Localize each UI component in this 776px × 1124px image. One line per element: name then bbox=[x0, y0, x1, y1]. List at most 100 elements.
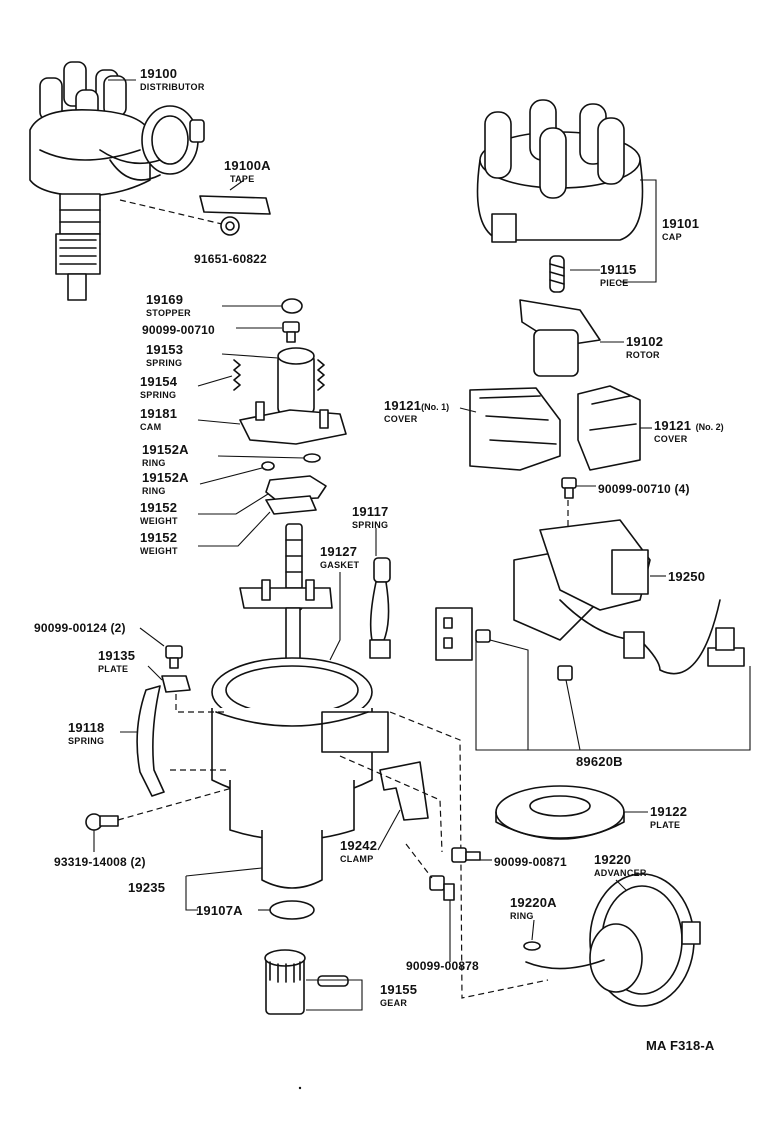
label-19135: 19135 PLATE bbox=[98, 648, 135, 674]
part-number: 19102 bbox=[626, 334, 664, 349]
label-19107A: 19107A bbox=[196, 903, 243, 919]
leader-19127 bbox=[329, 572, 341, 661]
label-91651-60822: 91651-60822 bbox=[194, 251, 267, 267]
plate-19135-drawing bbox=[161, 675, 191, 693]
leader-19155 bbox=[306, 979, 363, 1011]
part-number: 19107A bbox=[196, 903, 243, 918]
part-number: 19181 bbox=[140, 406, 178, 421]
part-number: 19115 bbox=[600, 262, 637, 277]
leader-19242 bbox=[377, 809, 401, 851]
label-19220A: 19220A RING bbox=[510, 895, 557, 921]
spring-19117-drawing bbox=[369, 557, 391, 659]
label-19169: 19169 STOPPER bbox=[146, 292, 191, 318]
clamp-19242-drawing bbox=[379, 761, 429, 821]
dash-housing-to-clamp bbox=[339, 755, 443, 853]
sensor-block-drawing bbox=[435, 607, 573, 681]
leader-19152A-2 bbox=[199, 467, 263, 485]
leader-19153 bbox=[221, 353, 279, 359]
part-number: 19152 bbox=[140, 500, 178, 515]
leader-distributor-to-bolt bbox=[119, 199, 223, 225]
part-name: ADVANCER bbox=[594, 868, 647, 878]
part-number: 19101 bbox=[662, 216, 700, 231]
screw-90099-00878-drawing bbox=[429, 875, 455, 901]
part-number: 90099-00124 (2) bbox=[34, 621, 126, 635]
part-number: 19250 bbox=[668, 569, 706, 584]
leader-19100A bbox=[229, 179, 245, 191]
label-90099-00878: 90099-00878 bbox=[406, 958, 479, 974]
cam-drawing bbox=[239, 347, 347, 445]
leader-19121-1 bbox=[459, 407, 477, 413]
part-number: 19220A bbox=[510, 895, 557, 910]
part-number: 19242 bbox=[340, 838, 378, 853]
part-name: CAM bbox=[140, 422, 162, 432]
part-number: 19100 bbox=[140, 66, 178, 81]
label-19155: 19155 GEAR bbox=[380, 982, 417, 1008]
distributor-assembly-drawing bbox=[29, 61, 205, 301]
part-name: SPRING bbox=[352, 520, 389, 530]
part-number: 19220 bbox=[594, 852, 632, 867]
screw-90099-00871-drawing bbox=[451, 847, 481, 863]
label-19250: 19250 bbox=[668, 569, 705, 585]
part-number: 93319-14008 (2) bbox=[54, 855, 146, 869]
leader-89620B bbox=[475, 639, 751, 751]
part-number: 19154 bbox=[140, 374, 178, 389]
part-number: 19135 bbox=[98, 648, 136, 663]
part-number: 89620B bbox=[576, 754, 623, 769]
label-19153: 19153 SPRING bbox=[146, 342, 183, 368]
figure-code: MA F318-A bbox=[646, 1038, 715, 1054]
figure-code-text: MA F318-A bbox=[646, 1038, 715, 1053]
dash-housing-to-advancer bbox=[389, 711, 549, 999]
label-19121-no1: 19121(No. 1) COVER bbox=[384, 398, 449, 424]
label-19152-2: 19152 WEIGHT bbox=[140, 530, 178, 556]
leader-19152A-1 bbox=[217, 455, 305, 459]
plate-19122-drawing bbox=[495, 785, 625, 840]
ring-19107A-drawing bbox=[269, 900, 315, 920]
part-name: STOPPER bbox=[146, 308, 191, 318]
label-19181: 19181 CAM bbox=[140, 406, 177, 432]
label-19235: 19235 bbox=[128, 880, 165, 896]
label-19122: 19122 PLATE bbox=[650, 804, 687, 830]
part-name: ROTOR bbox=[626, 350, 660, 360]
part-name: COVER bbox=[654, 434, 688, 444]
part-name: RING bbox=[142, 458, 166, 468]
screw-93319-drawing bbox=[85, 813, 119, 831]
part-name: GASKET bbox=[320, 560, 360, 570]
label-93319-14008: 93319-14008 (2) bbox=[54, 854, 146, 870]
leader-19152-2 bbox=[198, 511, 271, 547]
part-number: 19235 bbox=[128, 880, 166, 895]
part-name: WEIGHT bbox=[140, 546, 178, 556]
part-name: SPRING bbox=[140, 390, 177, 400]
ring-19152A-drawing-2 bbox=[261, 461, 275, 471]
label-90099-00710-4: 90099-00710 (4) bbox=[598, 481, 690, 497]
label-90099-00871: 90099-00871 bbox=[494, 854, 567, 870]
label-19152-1: 19152 WEIGHT bbox=[140, 500, 178, 526]
label-90099-00124: 90099-00124 (2) bbox=[34, 620, 126, 636]
leader-19220A bbox=[531, 919, 535, 941]
part-number: 19155 bbox=[380, 982, 418, 997]
label-19152A-1: 19152A RING bbox=[142, 442, 189, 468]
spring-19154-drawing bbox=[233, 359, 241, 391]
part-number: 19152 bbox=[140, 530, 178, 545]
label-19121-no2: 19121 (No. 2) COVER bbox=[654, 418, 724, 444]
part-qualifier: (No. 2) bbox=[695, 422, 724, 432]
label-19100A: 19100A TAPE bbox=[224, 158, 271, 184]
part-name: GEAR bbox=[380, 998, 408, 1008]
part-number: 19117 bbox=[352, 504, 389, 519]
weight-19152-drawing-2 bbox=[265, 495, 317, 515]
label-19101: 19101 CAP bbox=[662, 216, 699, 242]
label-19102: 19102 ROTOR bbox=[626, 334, 663, 360]
part-number: 19100A bbox=[224, 158, 271, 173]
label-19154: 19154 SPRING bbox=[140, 374, 177, 400]
housing-drawing bbox=[211, 579, 389, 889]
bolt-91651-drawing bbox=[220, 216, 240, 236]
part-name: TAPE bbox=[230, 174, 255, 184]
cover-no2-drawing bbox=[577, 385, 641, 471]
part-name: CAP bbox=[662, 232, 682, 242]
ring-19220A-drawing bbox=[523, 941, 541, 951]
part-number: 19127 bbox=[320, 544, 358, 559]
label-89620B: 89620B bbox=[576, 754, 623, 770]
cap-drawing bbox=[476, 99, 644, 243]
cover-no1-drawing bbox=[469, 387, 561, 471]
igniter-19250-drawing bbox=[513, 519, 745, 675]
